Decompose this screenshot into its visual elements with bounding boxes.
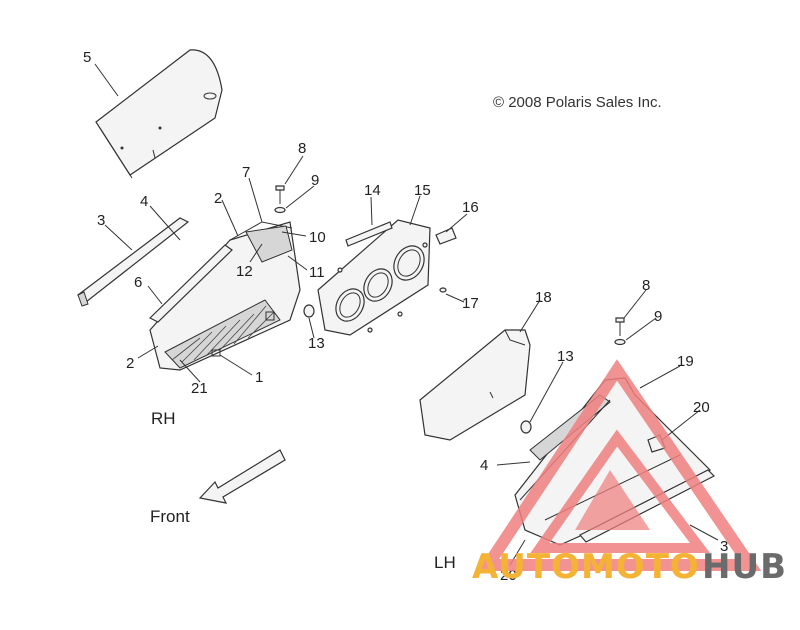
callout-20-top: 20	[693, 399, 710, 416]
copyright-text: © 2008 Polaris Sales Inc.	[493, 94, 662, 111]
part-17-screw	[439, 287, 447, 293]
gauge-ring-2	[363, 268, 393, 302]
callout-21: 21	[191, 380, 208, 397]
callout-2-top: 2	[214, 190, 222, 207]
callout-9-top: 9	[311, 172, 319, 189]
part-14-lens-strip	[345, 221, 393, 247]
callout-16: 16	[462, 199, 479, 216]
front-label: Front	[150, 507, 190, 526]
watermark-word-automoto: AUTOMOTO	[472, 547, 700, 587]
watermark-triangle-inner	[530, 429, 711, 553]
callout-6: 6	[134, 274, 142, 291]
callout-20-bottom: 20	[500, 567, 517, 584]
callout-4-rh: 4	[140, 193, 148, 210]
callout-3-rh: 3	[97, 212, 105, 229]
part-9-washer-lh	[614, 338, 626, 346]
callout-15: 15	[414, 182, 431, 199]
part-16-clip	[435, 227, 457, 245]
part-8-screw-lh	[615, 317, 625, 336]
part-8-screw-top	[275, 185, 285, 204]
callout-11: 11	[309, 264, 325, 281]
callout-4-lh: 4	[480, 457, 488, 474]
callout-3-lh: 3	[720, 538, 728, 555]
callout-8-lh: 8	[642, 277, 650, 294]
gauge-ring-1	[335, 288, 365, 322]
callout-5: 5	[83, 49, 91, 66]
part-9-washer-top	[274, 206, 286, 214]
front-arrow	[198, 449, 286, 504]
gauge-ring-3	[393, 245, 425, 281]
watermark-triangle-core	[575, 470, 650, 530]
watermark-wordmark: AUTOMOTO HUB	[472, 547, 787, 587]
leader-lines	[94, 63, 719, 566]
rh-housing-hatch	[171, 305, 275, 363]
callout-2-rh: 2	[126, 355, 134, 372]
callout-13-lh: 13	[557, 348, 574, 365]
part-15-gauge-panel	[317, 219, 431, 336]
callout-14: 14	[364, 182, 381, 199]
callout-numbers: 5 8 9 7 2 14 15 16 3 4 10 12 11 6 17 13 …	[83, 49, 728, 584]
watermark-logo	[476, 359, 762, 571]
part-18-lh-cover	[419, 329, 531, 441]
part-4-rh-trim	[148, 244, 233, 323]
rh-label: RH	[151, 409, 176, 428]
lh-label: LH	[434, 553, 456, 572]
watermark-triangle-outer	[476, 359, 762, 571]
callout-7: 7	[242, 164, 250, 181]
callout-12: 12	[236, 263, 253, 280]
callout-10: 10	[309, 229, 326, 246]
callout-8-top: 8	[298, 140, 306, 157]
callout-19: 19	[677, 353, 694, 370]
callout-1: 1	[255, 369, 263, 386]
part-3-rh-strip	[77, 217, 190, 307]
callout-13-rh: 13	[308, 335, 325, 352]
callout-18: 18	[535, 289, 552, 306]
part-5-cover	[95, 49, 223, 179]
watermark-word-hub: HUB	[702, 547, 787, 587]
part-13-grommet-lh	[520, 420, 532, 434]
part-13-grommet-rh	[303, 304, 315, 318]
callout-9-lh: 9	[654, 308, 662, 325]
callout-17: 17	[462, 295, 479, 312]
